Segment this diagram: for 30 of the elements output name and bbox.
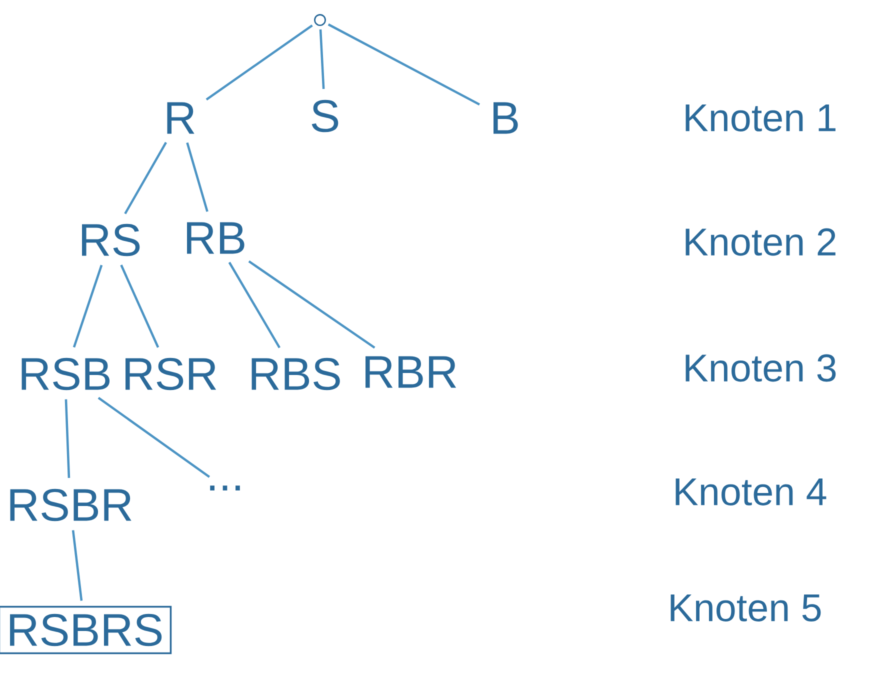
level-label: Knoten 1: [686, 104, 836, 132]
tree-line: [248, 260, 376, 349]
node-label: RSB: [22, 358, 110, 390]
node-label: RBS: [252, 358, 340, 390]
level-label: Knoten 3: [686, 354, 836, 382]
tree-line: [124, 142, 167, 214]
node-label: S: [312, 100, 338, 132]
node-label: R: [167, 102, 194, 134]
tree-line: [72, 264, 103, 348]
tree-line: [72, 530, 83, 601]
tree-line: [319, 29, 325, 89]
tree-line: [206, 24, 313, 100]
tree-line: [186, 142, 208, 212]
node-label: B: [494, 102, 518, 134]
root-circle: [314, 14, 326, 26]
level-label: Knoten 5: [670, 594, 821, 622]
tree-line: [120, 264, 160, 348]
boxed-node: RSBRS: [0, 606, 172, 654]
tree-line: [228, 262, 280, 348]
node-label: RB: [187, 222, 244, 254]
tree-line: [98, 396, 210, 478]
tree-line: [64, 399, 70, 478]
node-label: RSBR: [10, 488, 132, 522]
node-label: RSR: [126, 358, 216, 390]
tree-line: [328, 23, 480, 106]
level-label: Knoten 4: [676, 478, 826, 506]
node-label: ...: [210, 486, 240, 490]
level-label: Knoten 2: [686, 228, 836, 256]
node-label: RS: [82, 224, 140, 256]
node-label: RBR: [366, 356, 456, 388]
